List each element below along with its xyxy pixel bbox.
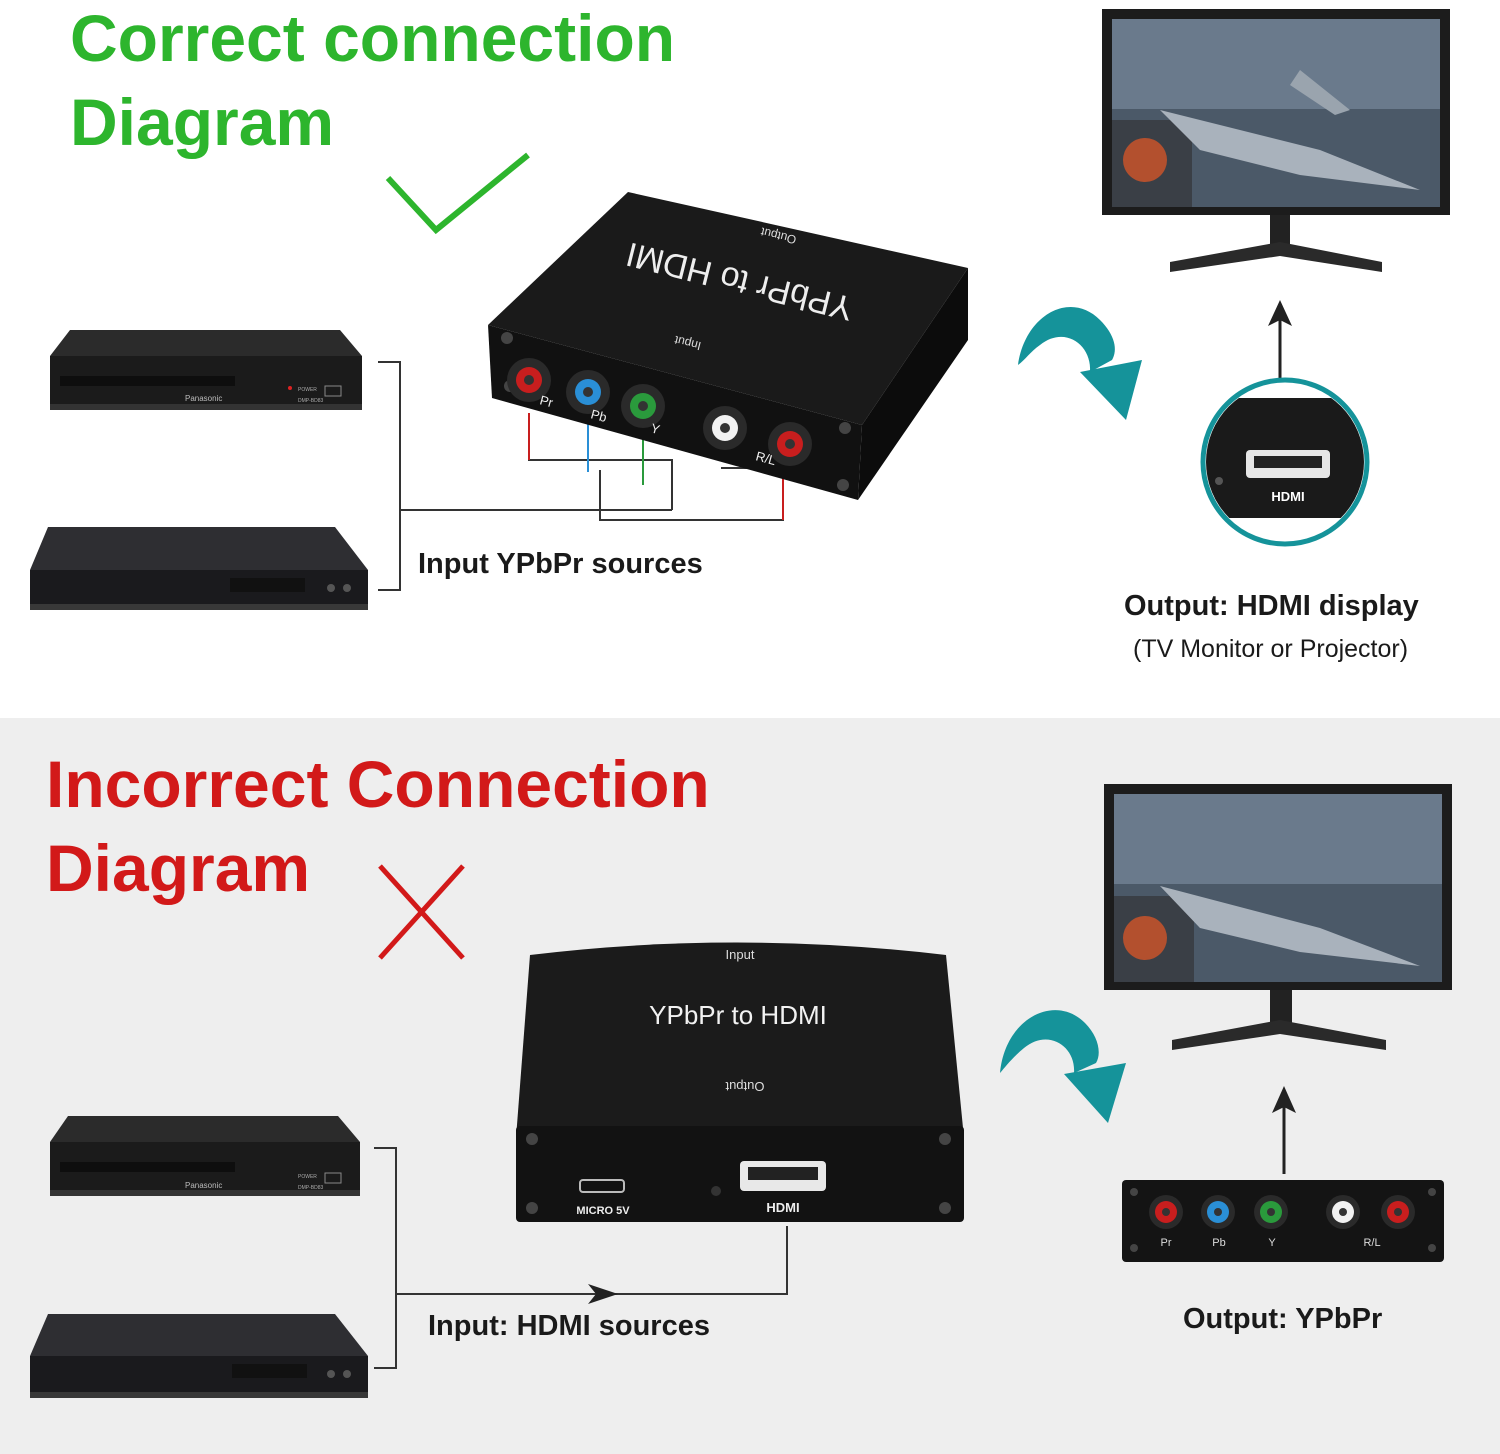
player-brand: Panasonic <box>185 394 222 403</box>
correct-output-caption: Output: HDMI display <box>1124 590 1419 622</box>
ypbpr-label-pb: Pb <box>1212 1237 1225 1249</box>
incorrect-source-caption: Input: HDMI sources <box>428 1310 710 1342</box>
converter-input-label: Input <box>726 947 755 962</box>
correct-diagram-panel: Correct connection Diagram Panasonic POW… <box>0 0 1500 718</box>
correct-title-line1: Correct connection <box>70 1 676 75</box>
converter-input-label: Input <box>672 333 702 353</box>
ypbpr-label-y: Y <box>1268 1237 1276 1249</box>
cross-mark-icon <box>378 864 465 960</box>
player-power: POWER <box>298 1174 317 1180</box>
ypbpr-output-panel: Pr Pb Y R/L <box>1122 1180 1444 1262</box>
bluray-player-panasonic: Panasonic POWER DMP-BD83 <box>50 1116 360 1196</box>
check-mark-icon <box>385 152 530 235</box>
correct-source-caption: Input YPbPr sources <box>418 548 703 580</box>
incorrect-diagram-panel: Incorrect Connection Diagram Panasonic P… <box>0 718 1500 1454</box>
port-label-y: Y <box>649 420 662 437</box>
incorrect-diagram-graphic: Panasonic POWER DMP-BD83 Input YPbPr to … <box>30 784 1452 1398</box>
port-label-rl: R/L <box>754 448 777 468</box>
port-label-pr: Pr <box>538 392 555 410</box>
curved-arrow-icon <box>1018 307 1142 420</box>
monitor <box>1104 784 1452 1050</box>
ypbpr-label-pr: Pr <box>1161 1237 1172 1249</box>
bluray-player-2 <box>30 527 368 610</box>
correct-diagram-graphic: Panasonic POWER DMP-BD83 <box>30 9 1450 610</box>
ypbpr-to-hdmi-converter: YPbPr to HDMI Output Input Pr Pb Y R/L <box>488 192 968 500</box>
ypbpr-to-hdmi-converter-front: Input YPbPr to HDMI Output MICRO 5V HDMI <box>516 942 964 1222</box>
player-model: DMP-BD83 <box>298 1185 324 1191</box>
incorrect-title-line2: Diagram <box>46 831 311 905</box>
hdmi-port-label: HDMI <box>766 1200 799 1215</box>
bluray-player-panasonic: Panasonic POWER DMP-BD83 <box>50 330 362 410</box>
bluray-player-2 <box>30 1314 368 1398</box>
ypbpr-label-rl: R/L <box>1363 1237 1380 1249</box>
player-power: POWER <box>298 387 317 393</box>
hdmi-monitor <box>1102 9 1450 272</box>
correct-title-line2: Diagram <box>70 85 335 159</box>
incorrect-title-line1: Incorrect Connection <box>46 747 710 821</box>
hdmi-port-zoom: HDMI <box>1200 377 1370 547</box>
player-model: DMP-BD83 <box>298 398 324 404</box>
micro-usb-label: MICRO 5V <box>576 1205 630 1217</box>
converter-label: YPbPr to HDMI <box>649 1000 827 1030</box>
correct-output-subcaption: (TV Monitor or Projector) <box>1133 635 1409 663</box>
curved-arrow-icon <box>1000 1010 1126 1123</box>
incorrect-output-caption: Output: YPbPr <box>1183 1303 1383 1335</box>
port-label-pb: Pb <box>589 406 608 425</box>
converter-output-label: Output <box>725 1079 764 1094</box>
player-brand: Panasonic <box>185 1181 222 1190</box>
hdmi-port-label: HDMI <box>1271 489 1304 504</box>
